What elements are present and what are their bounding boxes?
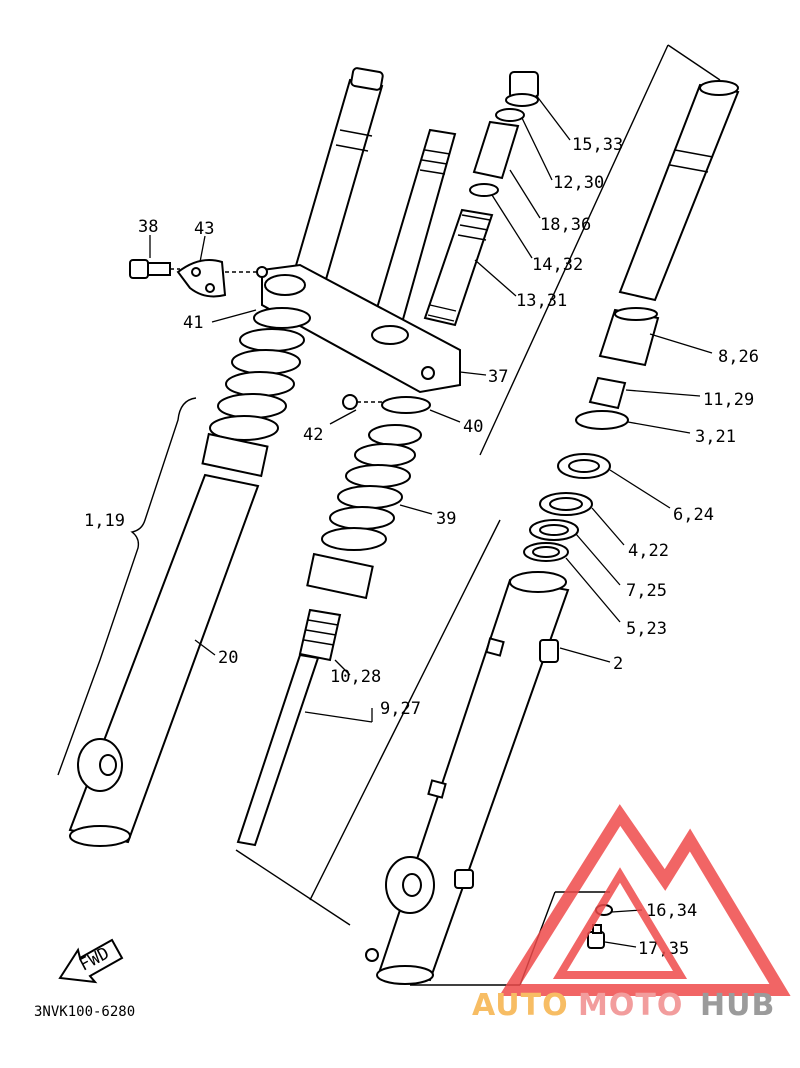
cap-bolt-15: [505, 71, 539, 107]
screw-42: [342, 394, 382, 410]
slide-metal-8: [598, 307, 660, 367]
label-2: 2: [613, 654, 623, 674]
fwd-arrow: FWD: [58, 938, 124, 984]
label-38: 38: [138, 217, 158, 237]
washer-14: [469, 183, 499, 197]
leader-lines: [149, 94, 713, 948]
axis-line-right-top: [479, 44, 669, 456]
o-ring-12: [495, 108, 525, 122]
cable-guide-43: [176, 259, 227, 298]
bolt-38: [129, 259, 171, 279]
oil-seal-6: [557, 453, 611, 479]
label-3-21: 3,21: [695, 427, 736, 447]
label-4-22: 4,22: [628, 541, 669, 561]
fork-boot-right: [306, 424, 422, 600]
label-8-26: 8,26: [718, 347, 759, 367]
label-7-25: 7,25: [626, 581, 667, 601]
washer-4: [539, 492, 593, 516]
fork-spring-13: [423, 208, 494, 327]
watermark-moto: MOTO: [578, 988, 683, 1023]
label-43: 43: [194, 219, 214, 239]
axis-line-right-cap: [667, 44, 721, 81]
watermark-triangle-icon: [499, 804, 791, 996]
inner-tube-right: [618, 80, 740, 302]
label-40: 40: [463, 417, 483, 437]
damper-rod-10: [236, 608, 342, 847]
spacer-18: [472, 120, 520, 180]
label-5-23: 5,23: [626, 619, 667, 639]
label-37: 37: [488, 367, 508, 387]
part-labels: 15,33 12,30 18,36 14,32 13,31 38 43 41 3…: [34, 135, 759, 1020]
label-42: 42: [303, 425, 323, 445]
label-18-36: 18,36: [540, 215, 591, 235]
circlip-3: [575, 410, 629, 430]
axis-line-bottom-rod: [235, 849, 351, 926]
label-10-28: 10,28: [330, 667, 381, 687]
label-12-30: 12,30: [553, 173, 604, 193]
label-9-27: 9,27: [380, 699, 421, 719]
under-bracket: [256, 263, 461, 394]
watermark-logo: AUTO MOTO HUB: [472, 804, 791, 1023]
label-39: 39: [436, 509, 456, 529]
label-15-33: 15,33: [572, 135, 623, 155]
label-16-34: 16,34: [646, 901, 697, 921]
label-20: 20: [218, 648, 238, 668]
axis-line-right-mid: [309, 519, 501, 901]
drain-bolt-17: [587, 924, 605, 949]
piston-metal-11: [588, 376, 627, 410]
label-11-29: 11,29: [703, 390, 754, 410]
label-14-32: 14,32: [532, 255, 583, 275]
outer-tube-left: [68, 473, 260, 847]
fork-boot-left: [201, 307, 311, 478]
label-6-24: 6,24: [673, 505, 714, 525]
ring-40: [381, 396, 431, 414]
outer-tube-right: [365, 571, 570, 985]
label-13-31: 13,31: [516, 291, 567, 311]
ring-5: [523, 542, 569, 562]
bracket-1-19: [57, 397, 197, 776]
watermark-hub: HUB: [700, 988, 775, 1023]
label-1-19: 1,19: [84, 511, 125, 531]
diagram-code: 3NVK100-6280: [34, 1004, 135, 1020]
watermark-auto: AUTO: [472, 988, 569, 1023]
label-41: 41: [183, 313, 203, 333]
seal-7: [529, 519, 579, 541]
